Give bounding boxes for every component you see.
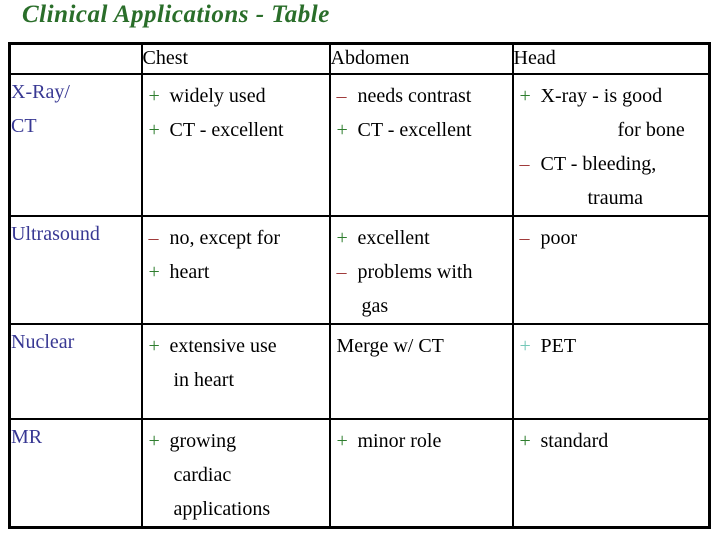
row-header-line: X-Ray/	[11, 80, 70, 103]
plus-sign: +	[519, 429, 531, 452]
cell-nuclear-chest: + extensive use in heart	[140, 322, 331, 420]
cell-line: –problems with	[332, 255, 511, 289]
cell-line: in heart	[144, 363, 328, 397]
row-header-nuclear: Nuclear	[8, 322, 143, 420]
cell-line: gas	[332, 289, 511, 322]
cell-line: trauma	[515, 181, 708, 214]
cell-line: –CT - bleeding,	[515, 147, 708, 181]
cell-mr-chest: + growing cardiac applications	[140, 417, 331, 528]
cell-text: widely used	[169, 84, 266, 107]
column-header-abdomen: Abdomen	[328, 42, 514, 75]
table-row: Nuclear + extensive use in heart Merge w/…	[8, 322, 711, 420]
table-row: X-Ray/ CT + widely used + CT - excellent –…	[8, 72, 711, 217]
cell-line: + minor role	[332, 424, 511, 458]
cell-text: excellent	[357, 226, 430, 249]
plus-sign: +	[148, 118, 160, 141]
row-header-line: MR	[11, 425, 43, 448]
minus-sign: –	[336, 84, 347, 107]
cell-ultrasound-chest: –no, except for + heart	[140, 214, 331, 325]
column-header-head: Head	[511, 42, 711, 75]
cell-line: + X-ray - is good	[515, 79, 708, 113]
cell-xray-head: + X-ray - is good for bone –CT - bleeding…	[511, 72, 711, 217]
plus-sign: +	[336, 226, 348, 249]
plus-sign: +	[336, 118, 348, 141]
plus-sign: +	[148, 260, 160, 283]
cell-text: in heart	[173, 368, 235, 391]
row-header-line: CT	[11, 114, 37, 137]
cell-line: cardiac	[144, 458, 328, 492]
cell-line: + CT - excellent	[332, 113, 511, 147]
plus-sign: +	[148, 84, 160, 107]
cell-text: applications	[173, 497, 271, 520]
slide-title: Clinical Applications - Table	[22, 1, 330, 28]
cell-line: + widely used	[144, 79, 328, 113]
minus-sign: –	[336, 260, 347, 283]
cell-text: CT - bleeding,	[540, 152, 657, 175]
cell-text: needs contrast	[357, 84, 472, 107]
row-header-line: Ultrasound	[11, 222, 100, 245]
table-row: Ultrasound –no, except for +heart +excel…	[8, 214, 711, 325]
plus-sign: +	[148, 334, 160, 357]
cell-text: problems with	[357, 260, 473, 283]
cell-line: + standard	[515, 424, 708, 458]
clinical-applications-table: Chest Abdomen Head X-Ray/ CT + widely use…	[8, 42, 711, 529]
cell-xray-abdomen: –needs contrast + CT - excellent	[328, 72, 514, 217]
cell-text: poor	[540, 226, 578, 249]
cell-text: CT - excellent	[357, 118, 472, 141]
cell-line: + heart	[144, 255, 328, 289]
row-header-ultrasound: Ultrasound	[8, 214, 143, 325]
cell-nuclear-head: + PET	[511, 322, 711, 420]
cell-text: minor role	[357, 429, 442, 452]
cell-xray-chest: + widely used + CT - excellent	[140, 72, 331, 217]
row-header-line: Nuclear	[11, 330, 75, 353]
cell-text: heart	[169, 260, 210, 283]
cell-text: cardiac	[173, 463, 232, 486]
row-header-xray-ct: X-Ray/ CT	[8, 72, 143, 217]
minus-sign: –	[519, 226, 530, 249]
cell-text: standard	[540, 429, 609, 452]
cell-line: + PET	[515, 329, 708, 363]
cell-ultrasound-head: –poor	[511, 214, 711, 325]
cell-text: X-ray - is good	[540, 84, 663, 107]
cell-line: Merge w/ CT	[332, 329, 511, 363]
cell-text: trauma	[587, 186, 644, 209]
table-header-row: Chest Abdomen Head	[8, 42, 711, 75]
cell-line: –no, except for	[144, 221, 328, 255]
cell-line: + CT - excellent	[144, 113, 328, 147]
cell-text: for bone	[617, 118, 685, 141]
plus-sign: +	[519, 84, 531, 107]
cell-text: CT - excellent	[169, 118, 284, 141]
column-header-chest: Chest	[140, 42, 331, 75]
minus-sign: –	[148, 226, 159, 249]
cell-mr-head: + standard	[511, 417, 711, 528]
plus-sign: +	[148, 429, 160, 452]
cell-text: growing	[169, 429, 237, 452]
cell-text: extensive use	[169, 334, 277, 357]
corner-cell	[8, 42, 143, 75]
cell-line: applications	[144, 492, 328, 526]
cell-line: –needs contrast	[332, 79, 511, 113]
cell-text: PET	[540, 334, 577, 357]
cell-line: + extensive use	[144, 329, 328, 363]
cell-line: + excellent	[332, 221, 511, 255]
cell-text: no, except for	[169, 226, 281, 249]
cell-line: –poor	[515, 221, 708, 255]
cell-text: Merge w/ CT	[336, 334, 444, 357]
cell-nuclear-abdomen: Merge w/ CT	[328, 322, 514, 420]
cell-line: for bone	[515, 113, 708, 147]
cell-mr-abdomen: + minor role	[328, 417, 514, 528]
plus-sign: +	[519, 334, 531, 357]
cell-text: gas	[361, 294, 389, 317]
plus-sign: +	[336, 429, 348, 452]
minus-sign: –	[519, 152, 530, 175]
table-row: MR + growing cardiac applications + minor …	[8, 417, 711, 528]
cell-line: + growing	[144, 424, 328, 458]
row-header-mr: MR	[8, 417, 143, 528]
cell-ultrasound-abdomen: + excellent –problems with gas	[328, 214, 514, 325]
